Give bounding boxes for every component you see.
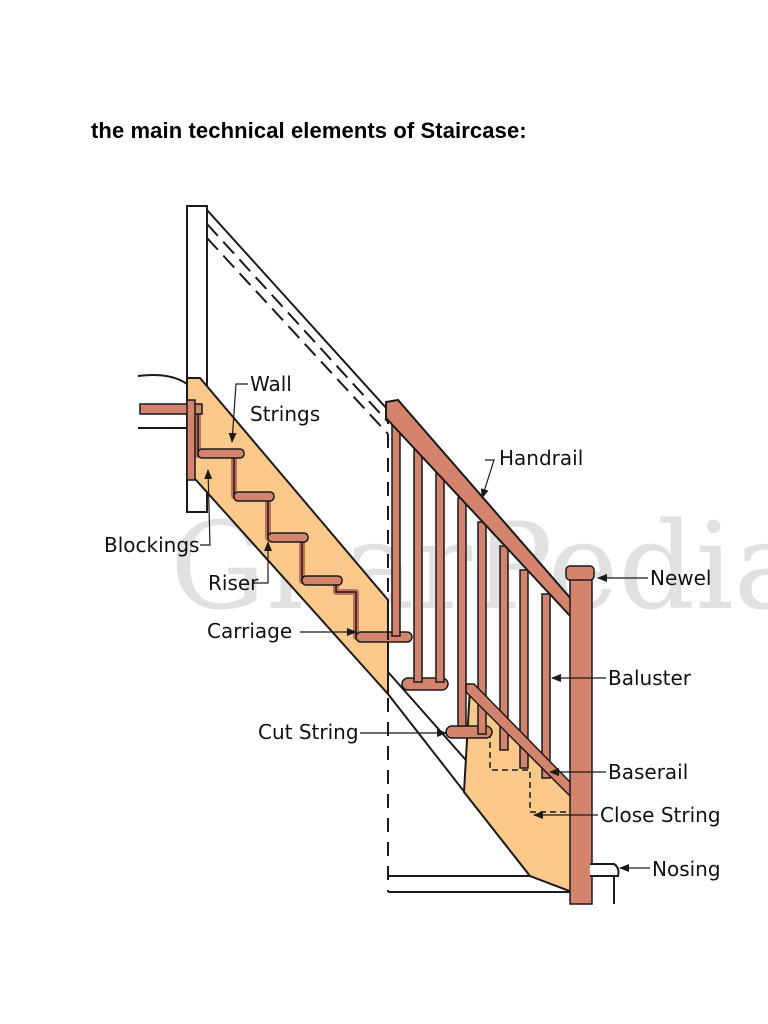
label-nosing: Nosing	[652, 857, 721, 881]
blockings	[186, 399, 196, 481]
label-carriage: Carriage	[207, 619, 292, 643]
landing-tread	[139, 403, 203, 415]
stairwell-lines	[206, 209, 389, 435]
tread-nosings	[197, 448, 413, 643]
page-title: the main technical elements of Staircase…	[91, 118, 527, 143]
label-wall-strings-1: Wall	[250, 372, 292, 396]
lower-steps	[489, 732, 572, 813]
label-baserail: Baserail	[608, 760, 688, 784]
balusters	[391, 419, 551, 779]
newel-post	[565, 565, 595, 905]
label-wall-strings-2: Strings	[250, 402, 320, 426]
label-newel: Newel	[650, 566, 711, 590]
label-cut-string: Cut String	[258, 720, 359, 744]
leader-lines	[200, 383, 650, 872]
label-baluster: Baluster	[608, 666, 692, 690]
label-riser: Riser	[208, 571, 259, 595]
label-handrail: Handrail	[499, 446, 583, 470]
bottom-nosing	[590, 863, 620, 877]
label-close-string: Close String	[600, 803, 721, 827]
label-blockings: Blockings	[104, 533, 199, 557]
